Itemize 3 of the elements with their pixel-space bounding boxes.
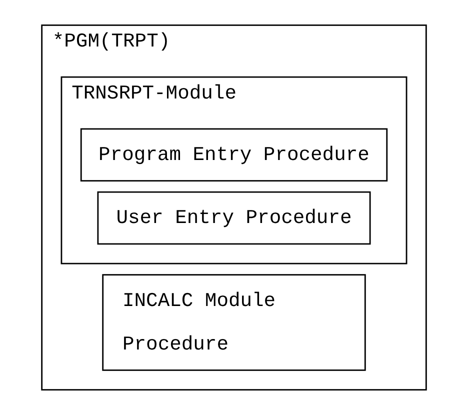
node-box: INCALC Module Procedure <box>102 274 366 371</box>
node-box: User Entry Procedure <box>96 191 370 245</box>
node-box: Program Entry Procedure <box>80 128 388 182</box>
